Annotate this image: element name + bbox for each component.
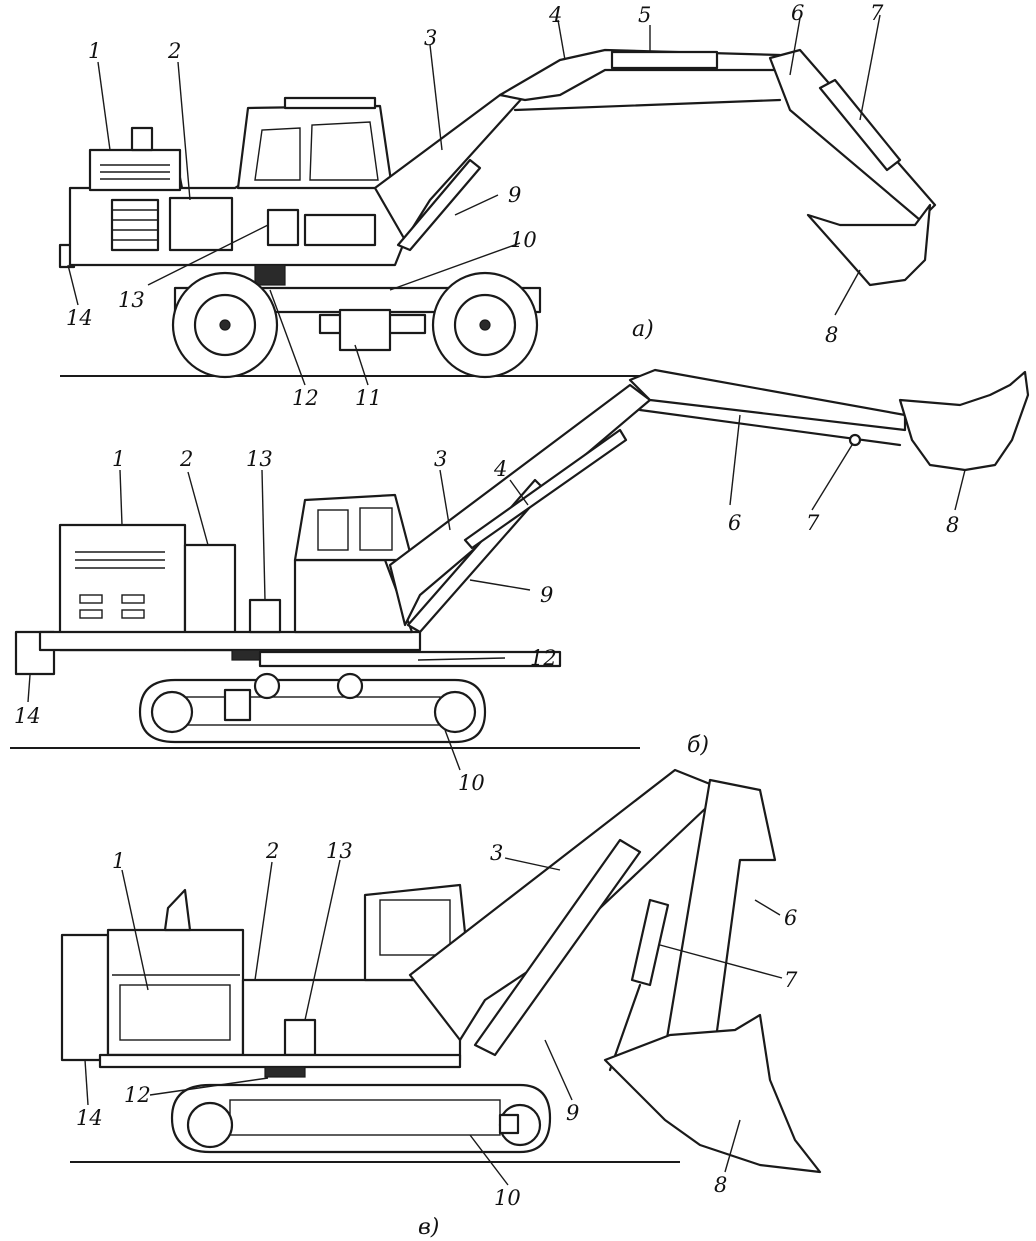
panel-b-label-1: 1 [112,447,125,471]
panel-c-label-9: 9 [566,1101,579,1125]
panel-a-label-1: 1 [88,39,101,63]
panel-b-bucket [898,370,1030,472]
panel-b-label-9: 9 [540,583,553,607]
panel-b-label-7: 7 [806,511,820,535]
panel-b-idler-wheel [150,690,194,734]
panel-b-stick-cylinder [463,428,628,550]
panel-b-label-13: 13 [246,447,273,471]
panel-b-drive-sprocket [433,690,477,734]
panel-a-bucket-cylinder [818,78,902,172]
panel-c-label-3: 3 [490,841,503,865]
panel-a-exhaust [130,126,154,152]
panel-a-valves [303,213,377,247]
panel-b-caption: б) [687,733,709,758]
panel-b-pump-block [248,598,282,634]
panel-a-swing-motor [266,208,300,247]
panel-c-drive-sprocket [186,1101,234,1149]
panel-c-bucket-cylinder [630,898,670,987]
panel-a-label-14: 14 [66,306,93,330]
panel-a-boom [373,93,527,242]
panel-c-pump-block [283,1018,317,1057]
panel-c-slewing-ring [264,1066,306,1078]
panel-a-boom-cylinder [396,158,482,252]
panel-a-label-9: 9 [508,183,521,207]
panel-a-label-8: 8 [825,323,838,347]
panel-a-label-11: 11 [355,386,382,410]
panel-a-label-10: 10 [510,228,537,252]
panel-a-wheeled-excavator: 1 2 3 4 5 6 7 8 9 10 11 12 13 14 а) [58,1,937,410]
panel-c-label-1: 1 [112,849,125,873]
panel-c-label-12: 12 [124,1083,151,1107]
panel-c-label-8: 8 [714,1173,727,1197]
panel-c-label-13: 13 [326,839,353,863]
panel-b-turntable [258,650,562,668]
panel-a-label-4: 4 [548,3,562,27]
panel-a-radiator [110,198,160,252]
panel-a-cab-roof [283,96,377,110]
panel-b-cab [293,493,414,562]
panel-a-engine-housing [88,148,182,192]
panel-c-engine-housing [106,928,245,1057]
panel-c-label-7: 7 [784,968,798,992]
panel-a-pump-block [168,196,234,252]
panel-a-stick-cylinder [610,50,719,70]
panel-a-bucket [806,203,932,287]
panel-b-label-3: 3 [434,447,447,471]
panel-a-label-13: 13 [118,288,145,312]
panel-c-platform [98,1053,462,1069]
panel-c-caption: в) [418,1215,439,1240]
panel-c-label-6: 6 [784,906,797,930]
panel-a-caption: а) [632,317,654,342]
panel-c-face-shovel: 1 2 13 3 6 7 9 14 12 10 8 в) [60,768,822,1240]
panel-b-label-2: 2 [179,447,193,471]
panel-c-boom-cylinder [473,838,642,1057]
panel-b-label-4: 4 [493,457,507,481]
panel-a-label-6: 6 [791,1,804,25]
panel-a-label-2: 2 [167,39,181,63]
panel-b-label-10: 10 [458,771,485,795]
panel-c-label-14: 14 [76,1106,103,1130]
panel-a-cab [236,104,394,190]
panel-c-label-2: 2 [265,839,279,863]
panel-b-platform [38,630,422,652]
panel-a-label-5: 5 [638,3,651,27]
panel-c-counterweight [60,933,110,1062]
panel-c-exhaust [163,888,192,932]
panel-a-transmission [338,308,392,352]
panel-a-slewing-ring [254,264,286,286]
panel-a-label-12: 12 [292,386,319,410]
panel-b-stick [628,368,907,432]
panel-b-label-12: 12 [530,646,557,670]
panel-c-bucket [603,1013,822,1174]
panel-a-label-3: 3 [424,26,437,50]
panel-a-label-7: 7 [870,1,884,25]
panel-b-label-8: 8 [946,513,959,537]
panel-b-crawler-excavator: 1 2 13 3 4 6 7 8 9 12 14 10 б) [10,368,1030,795]
panel-c-label-10: 10 [494,1186,521,1210]
panel-b-label-14: 14 [14,704,41,728]
panel-a-stick [768,48,937,222]
panel-b-label-6: 6 [728,511,741,535]
